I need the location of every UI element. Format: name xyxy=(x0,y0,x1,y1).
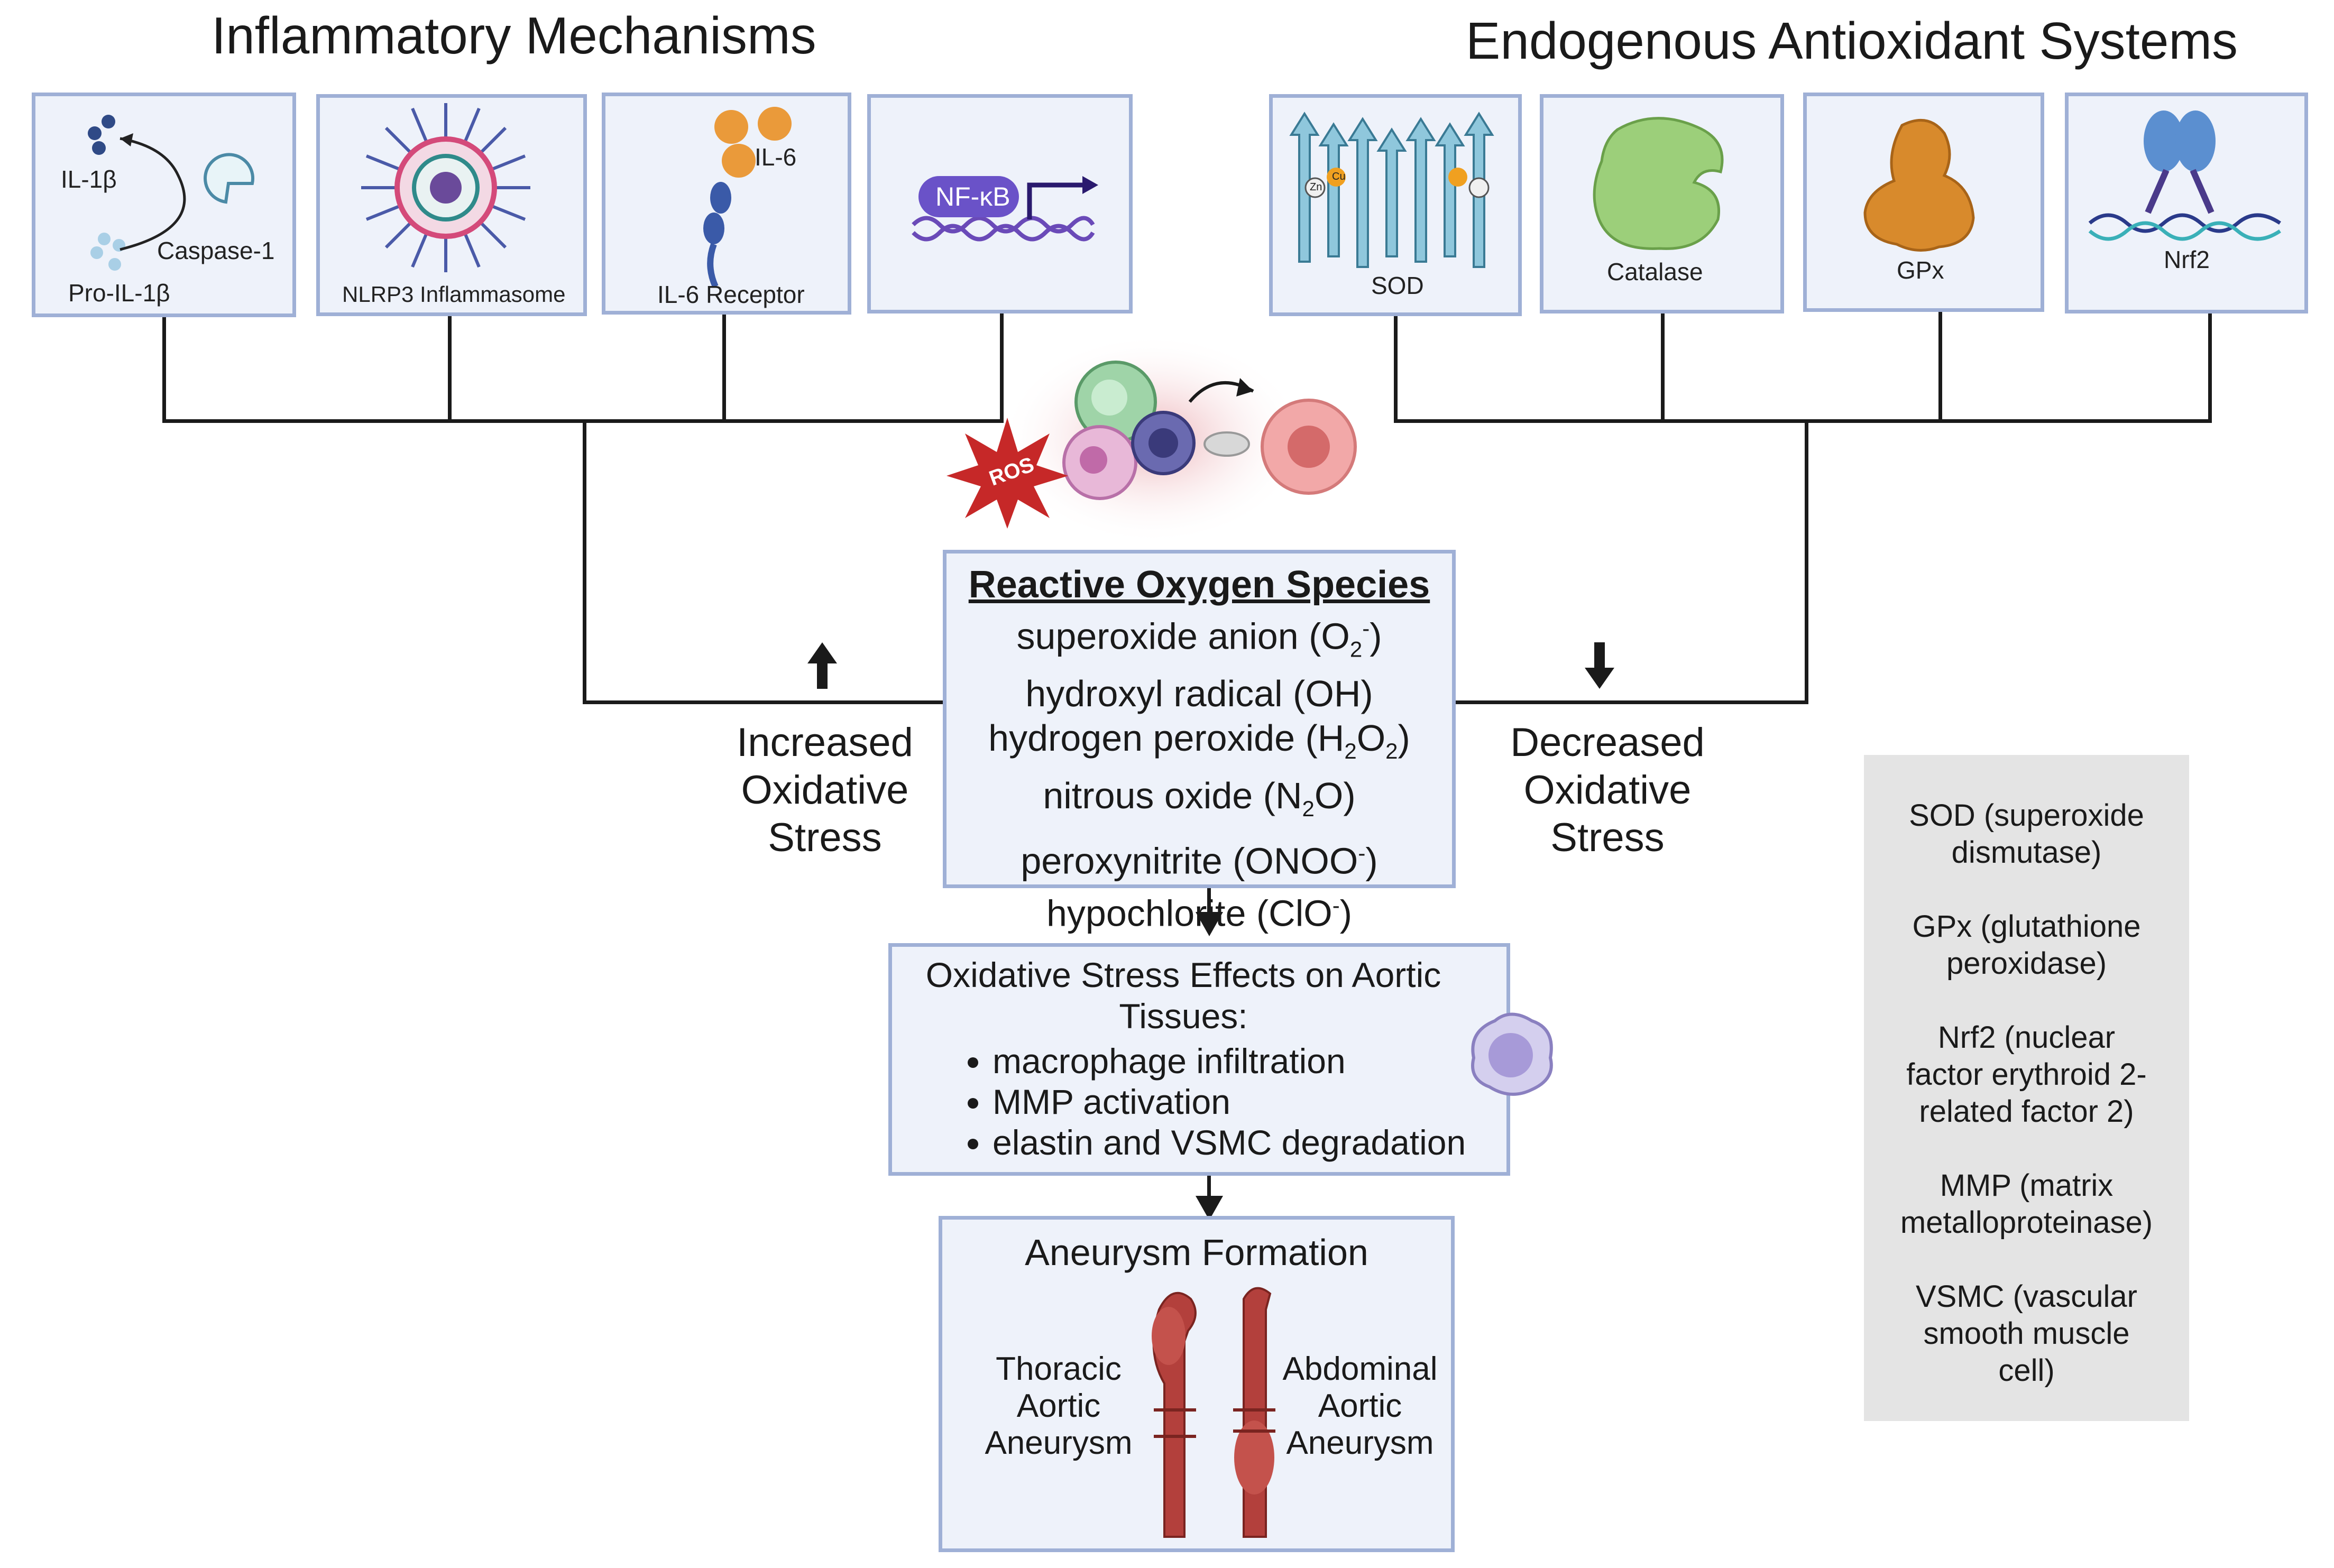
cells-illustration xyxy=(999,338,1357,545)
down-arrow-icon xyxy=(1585,642,1614,689)
nitrous-line: nitrous oxide (N2O) xyxy=(1043,775,1356,822)
effects-title-line2: Tissues: xyxy=(1119,997,1248,1036)
caspase1-label: Caspase-1 xyxy=(157,237,275,264)
connector xyxy=(2208,313,2212,423)
oxidative-word: Oxidative xyxy=(1523,768,1692,813)
sod-zn-label: Zn xyxy=(1310,181,1322,193)
nrf2-label: Nrf2 xyxy=(2164,246,2210,273)
nfkb-label: NF-κB xyxy=(935,182,1010,211)
oxidative-stress-effects-box: Oxidative Stress Effects on Aortic Tissu… xyxy=(888,943,1553,1176)
connector xyxy=(162,317,166,423)
abdominal-aorta-icon xyxy=(1233,1287,1275,1538)
connector xyxy=(1394,316,1398,423)
connector xyxy=(1805,423,1808,704)
aneurysm-title: Aneurysm Formation xyxy=(1025,1232,1368,1273)
effect-item: MMP activation xyxy=(993,1082,1506,1122)
effects-title: Oxidative Stress Effects on Aortic Tissu… xyxy=(892,954,1506,1037)
thoracic-label: Thoracic Aortic Aneurysm xyxy=(985,1351,1133,1461)
nlrp3-panel: NLRP3 Inflammasome xyxy=(316,94,587,316)
connector xyxy=(583,700,947,704)
superoxide-line: superoxide anion (O2-) xyxy=(1016,615,1382,662)
connector xyxy=(1207,888,1211,917)
nrf2-panel: Nrf2 xyxy=(2065,93,2308,313)
sod-cu-label: Cu xyxy=(1332,171,1346,182)
macrophage-icon xyxy=(1471,1012,1553,1096)
connector xyxy=(1938,312,1942,423)
hydroxyl-line: hydroxyl radical (OH) xyxy=(1025,673,1373,715)
il6-panel: IL-6 IL-6 Receptor xyxy=(602,93,851,315)
abdominal-label: Abdominal Aortic Aneurysm xyxy=(1282,1351,1438,1461)
gpx-label: GPx xyxy=(1897,256,1944,284)
aneurysm-formation-box: Aneurysm Formation Thoracic Aortic Aneur… xyxy=(939,1216,1455,1552)
connector xyxy=(1394,419,2212,423)
il6-receptor-label: IL-6 Receptor xyxy=(657,281,805,308)
catalase-enzyme-icon xyxy=(1593,117,1724,250)
sod-panel: Zn Cu SOD xyxy=(1269,94,1522,316)
nrf2-dna-icon xyxy=(2088,110,2281,241)
il1b-label: IL-1β xyxy=(61,165,117,193)
caspase-cleavage-icon xyxy=(88,115,255,271)
oxidative-word: Oxidative xyxy=(741,768,909,813)
il6-receptor-icon xyxy=(703,107,792,288)
effects-title-line1: Oxidative Stress Effects on Aortic xyxy=(925,955,1441,994)
il6-label: IL-6 xyxy=(755,143,797,171)
gpx-panel: GPx xyxy=(1803,93,2044,312)
stress-word: Stress xyxy=(768,815,882,860)
effect-item: macrophage infiltration xyxy=(993,1041,1506,1082)
antioxidant-systems-heading: Endogenous Antioxidant Systems xyxy=(1466,12,2238,70)
ros-burst-icon xyxy=(947,418,1068,529)
connector xyxy=(722,315,726,423)
up-arrow-icon xyxy=(807,642,837,689)
nfkb-panel: NF-κB xyxy=(867,94,1133,313)
thoracic-aorta-icon xyxy=(1152,1292,1197,1538)
effect-item: elastin and VSMC degradation xyxy=(993,1122,1506,1163)
sod-enzyme-icon xyxy=(1289,112,1494,268)
decreased-word: Decreased xyxy=(1510,720,1705,765)
decreased-oxidative-stress: Decreased Oxidative Stress xyxy=(1486,719,1729,862)
connector xyxy=(448,316,452,423)
pro-il1b-label: Pro-IL-1β xyxy=(68,279,170,307)
peroxynitrite-line: peroxynitrite (ONOO-) xyxy=(1021,840,1378,882)
connector xyxy=(1000,313,1004,423)
connector xyxy=(1207,1176,1211,1202)
connector xyxy=(162,419,1004,423)
connector xyxy=(1661,313,1665,423)
nfkb-dna-icon xyxy=(912,176,1098,242)
connector xyxy=(1455,700,1808,704)
reactive-oxygen-species-box: Reactive Oxygen Species superoxide anion… xyxy=(943,550,1456,934)
increased-word: Increased xyxy=(737,720,913,765)
increased-oxidative-stress: Increased Oxidative Stress xyxy=(703,719,947,862)
catalase-label: Catalase xyxy=(1607,258,1703,285)
peroxide-line: hydrogen peroxide (H2O2) xyxy=(988,717,1410,764)
arrow-down-icon xyxy=(1196,1196,1223,1220)
catalase-panel: Catalase xyxy=(1540,94,1784,313)
caspase-panel: IL-1β Caspase-1 Pro-IL-1β xyxy=(32,93,296,317)
stress-word: Stress xyxy=(1550,815,1665,860)
connector xyxy=(583,423,586,704)
hypochlorite-line: hypochlorite (ClO-) xyxy=(1046,892,1353,934)
effects-list: macrophage infiltration MMP activation e… xyxy=(892,1041,1506,1163)
inflammatory-mechanisms-heading: Inflammatory Mechanisms xyxy=(212,6,816,64)
gpx-enzyme-icon xyxy=(1863,118,1975,252)
nlrp3-inflammasome-icon xyxy=(361,103,530,272)
nlrp3-label: NLRP3 Inflammasome xyxy=(342,282,566,307)
arrow-down-icon xyxy=(1196,912,1223,936)
sod-label: SOD xyxy=(1371,272,1424,299)
ros-box-title: Reactive Oxygen Species xyxy=(968,564,1430,606)
